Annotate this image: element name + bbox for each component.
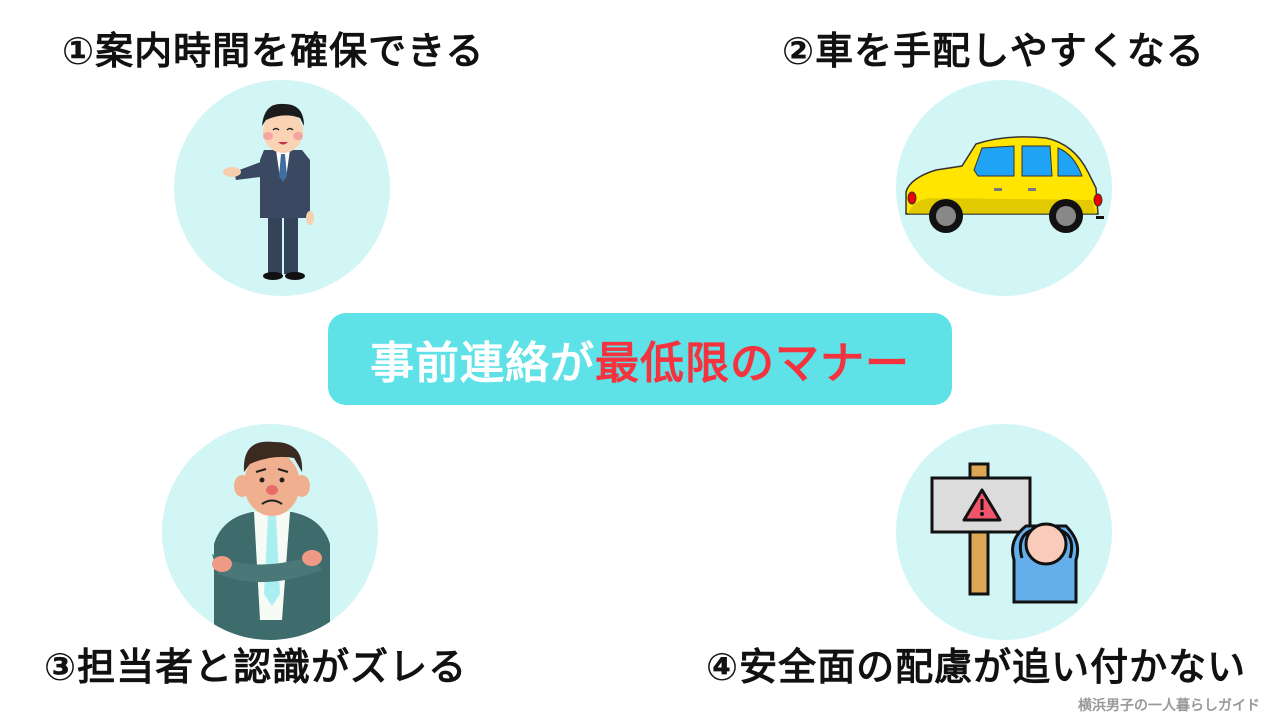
key-message-banner: 事前連絡が最低限のマナー (328, 313, 952, 405)
point-1-illustration (174, 80, 390, 296)
point-3-illustration (162, 424, 378, 640)
warning-sign-person-icon (930, 462, 1080, 604)
point-4-heading: ④安全面の配慮が追い付かない (706, 645, 1247, 689)
point-4-illustration (896, 424, 1112, 640)
point-1-heading: ①案内時間を確保できる (62, 29, 485, 73)
yellow-car-icon (905, 136, 1104, 233)
point-2-illustration (896, 80, 1112, 296)
point-3-heading: ③担当者と認識がズレる (44, 645, 468, 689)
businessman-guiding-icon (223, 103, 314, 280)
site-watermark: 横浜男子の一人暮らしガイド (1078, 698, 1260, 714)
troubled-man-arms-crossed-icon (212, 441, 330, 640)
point-2-heading: ②車を手配しやすくなる (782, 29, 1205, 73)
banner-text-red: 最低限のマナー (595, 338, 910, 389)
banner-text-white: 事前連絡が (370, 338, 595, 389)
